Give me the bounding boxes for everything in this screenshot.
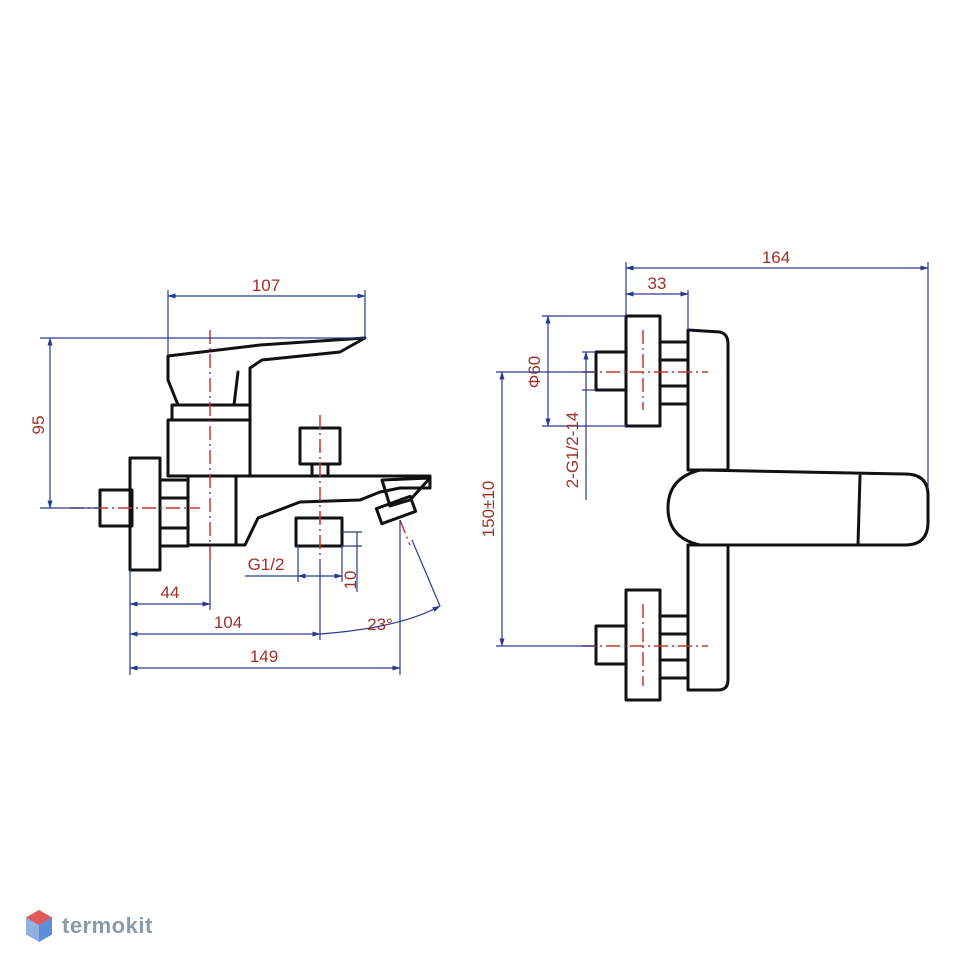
side-lever-handle xyxy=(166,336,367,407)
side-shower-outlet xyxy=(294,516,344,548)
front-body xyxy=(686,328,730,472)
brand-logo: termokit xyxy=(24,906,153,946)
dim-33: 33 xyxy=(648,274,667,293)
dim-2g12-14: 2-G1/2-14 xyxy=(563,412,582,489)
front-top-nut xyxy=(658,340,690,406)
side-cartridge-column xyxy=(166,418,252,478)
dim-104: 104 xyxy=(214,613,242,632)
side-view: 107 95 44 104 149 G1/2 10 23° xyxy=(29,276,441,675)
dim-150: 150±10 xyxy=(479,481,498,538)
dim-164: 164 xyxy=(762,248,790,267)
dim-149: 149 xyxy=(250,647,278,666)
side-nut xyxy=(158,478,190,548)
dim-44: 44 xyxy=(161,583,180,602)
dim-95: 95 xyxy=(29,416,48,435)
front-view: 164 33 Φ60 2-G1/2-14 150±10 xyxy=(479,248,930,702)
front-top-inlet-stub xyxy=(594,350,628,392)
dim-10: 10 xyxy=(341,571,360,590)
front-handle xyxy=(666,468,930,547)
side-lever-base xyxy=(170,403,252,422)
brand-name: termokit xyxy=(62,913,153,938)
brand-hexagon-icon xyxy=(26,910,52,942)
dim-g12-outlet: G1/2 xyxy=(248,555,285,574)
dim-107: 107 xyxy=(252,276,280,295)
side-aerator xyxy=(374,494,418,526)
front-bottom-inlet-stub xyxy=(594,624,628,666)
side-flange xyxy=(128,456,162,572)
side-spout-tip xyxy=(380,476,432,508)
dim-23deg: 23° xyxy=(367,615,393,634)
side-body xyxy=(186,474,432,547)
front-bottom-nut xyxy=(658,614,690,680)
